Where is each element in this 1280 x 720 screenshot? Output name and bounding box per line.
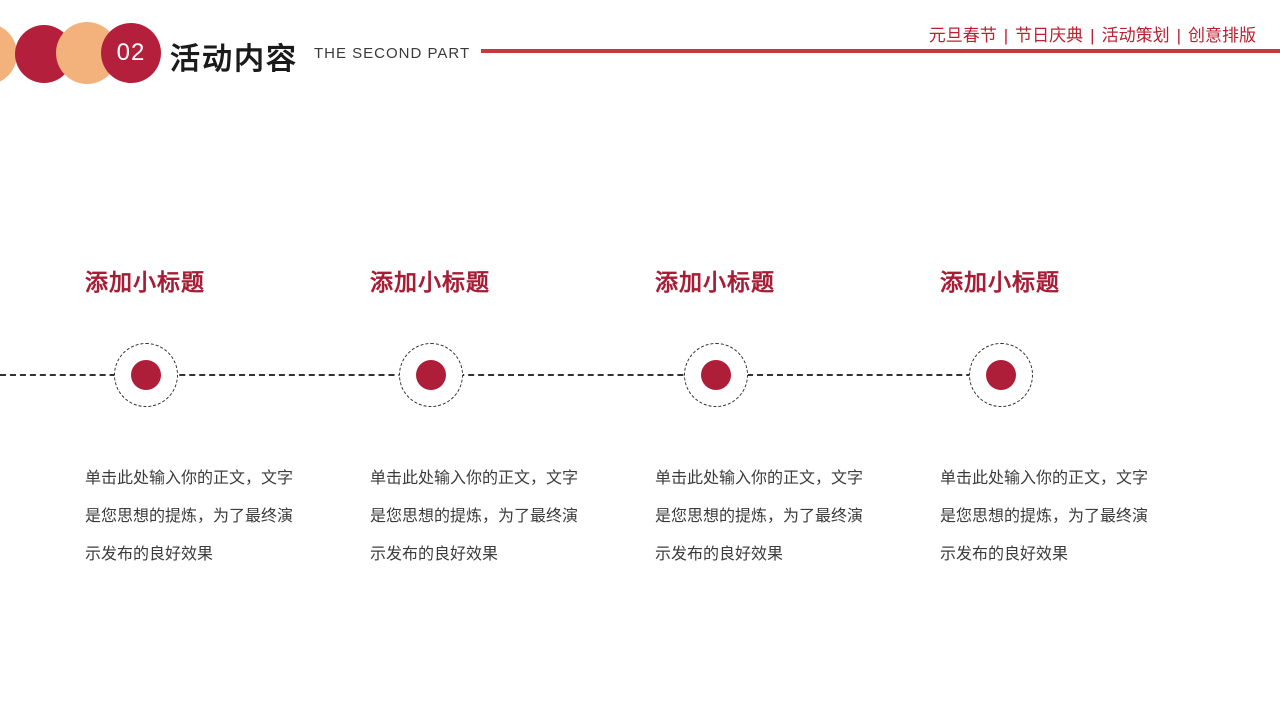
timeline-item-body-3: 单击此处输入你的正文，文字 是您思想的提炼，为了最终演 示发布的良好效果 [655,460,895,574]
body-line: 是您思想的提炼，为了最终演 [655,508,864,525]
page-number: 02 [116,39,146,66]
decorative-circle-peach-1 [0,23,17,85]
timeline-connector-line [0,374,1032,376]
timeline-item-title-1: 添加小标题 [85,269,205,295]
timeline-item-body-2: 单击此处输入你的正文，文字 是您思想的提炼，为了最终演 示发布的良好效果 [370,460,610,574]
tag-4: 创意排版 [1188,26,1256,45]
slide-subtitle: THE SECOND PART [314,45,471,62]
timeline-item-title-4: 添加小标题 [940,269,1060,295]
timeline-item-title-2: 添加小标题 [370,269,490,295]
tag-2: 节日庆典 [1015,26,1084,45]
timeline-item-title-3: 添加小标题 [655,269,775,295]
body-line: 是您思想的提炼，为了最终演 [85,508,294,525]
timeline-node-3 [684,343,748,407]
slide-title: 活动内容 [170,43,298,76]
timeline-item-body-1: 单击此处输入你的正文，文字 是您思想的提炼，为了最终演 示发布的良好效果 [85,460,325,574]
body-line: 是您思想的提炼，为了最终演 [940,508,1149,525]
body-line: 单击此处输入你的正文，文字 [655,470,864,487]
timeline-node-1 [114,343,178,407]
body-line: 示发布的良好效果 [940,546,1069,563]
timeline-node-dot-icon [416,360,446,390]
body-line: 示发布的良好效果 [370,546,499,563]
tag-1: 元旦春节 [928,26,997,45]
tag-3: 活动策划 [1101,26,1170,45]
header-underline [481,49,1280,53]
timeline-item-body-4: 单击此处输入你的正文，文字 是您思想的提炼，为了最终演 示发布的良好效果 [940,460,1180,574]
body-line: 单击此处输入你的正文，文字 [85,470,294,487]
tag-separator: | [1176,26,1181,45]
tag-separator: | [1090,26,1095,45]
tag-separator: | [1003,26,1009,45]
timeline-node-dot-icon [131,360,161,390]
body-line: 单击此处输入你的正文，文字 [370,470,579,487]
timeline-node-4 [969,343,1033,407]
timeline-node-dot-icon [701,360,731,390]
body-line: 示发布的良好效果 [85,546,214,563]
body-line: 单击此处输入你的正文，文字 [940,470,1149,487]
category-tags: 元旦春节 | 节日庆典 | 活动策划 | 创意排版 [929,21,1256,46]
body-line: 是您思想的提炼，为了最终演 [370,508,579,525]
timeline-node-dot-icon [986,360,1016,390]
body-line: 示发布的良好效果 [655,546,784,563]
timeline-node-2 [399,343,463,407]
page-number-badge: 02 [101,23,161,83]
